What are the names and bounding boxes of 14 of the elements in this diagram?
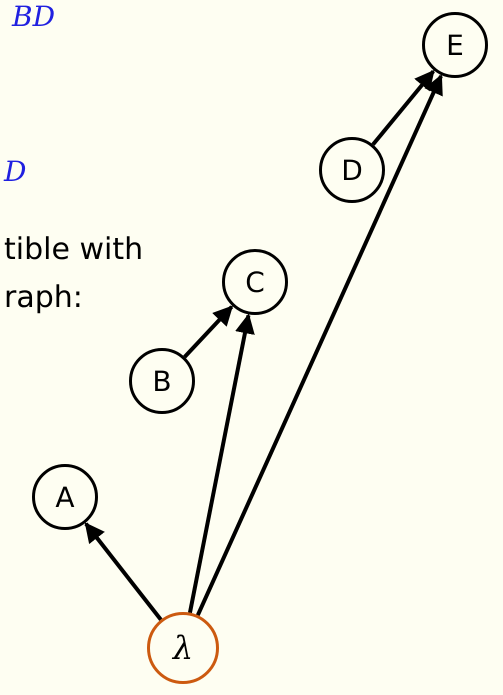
node-circle: λ xyxy=(147,612,219,684)
math-text: BD xyxy=(12,0,56,34)
arrow xyxy=(371,70,435,146)
node-circle: D xyxy=(319,137,385,203)
arrow xyxy=(84,522,162,621)
node-circle: C xyxy=(222,249,288,315)
arrow xyxy=(183,305,234,358)
math-text: D xyxy=(4,155,26,189)
node-circle: E xyxy=(422,12,488,78)
node-circle: A xyxy=(32,464,98,530)
node-circle: B xyxy=(129,348,195,414)
arrow xyxy=(196,74,443,616)
body-text: tible with raph: xyxy=(4,231,144,317)
arrow xyxy=(188,313,255,614)
